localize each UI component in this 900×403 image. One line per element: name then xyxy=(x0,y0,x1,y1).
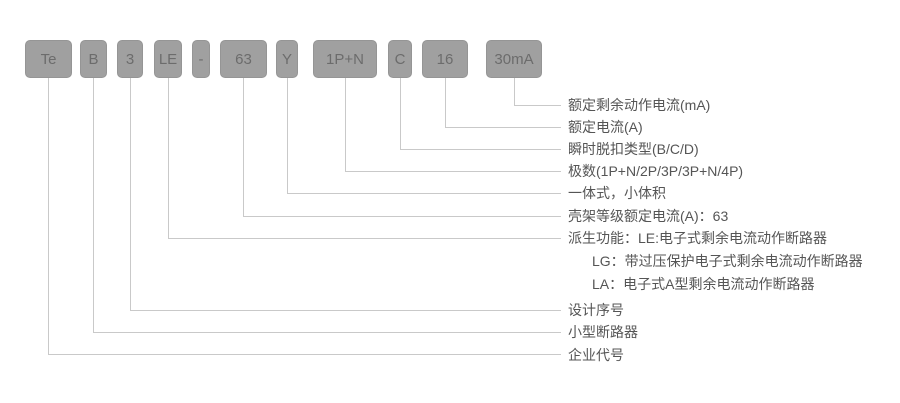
label-rated-residual-current: 额定剩余动作电流(mA) xyxy=(568,97,711,113)
code-box-dash: - xyxy=(192,40,210,78)
connector-line-b xyxy=(93,78,561,333)
label-enterprise-code: 企业代号 xyxy=(568,347,624,363)
code-box-le: LE xyxy=(154,40,182,78)
code-box-1pn-label: 1P+N xyxy=(326,50,364,68)
code-box-3: 3 xyxy=(117,40,143,78)
code-box-y: Y xyxy=(276,40,298,78)
label-frame-rated-current: 壳架等级额定电流(A)：63 xyxy=(568,208,729,224)
code-box-3-label: 3 xyxy=(125,50,135,68)
connector-line-c xyxy=(400,78,561,150)
label-pole-number: 极数(1P+N/2P/3P/3P+N/4P) xyxy=(568,163,744,179)
label-rated-current: 额定电流(A) xyxy=(568,119,643,135)
code-box-16-label: 16 xyxy=(436,50,454,68)
code-box-63-label: 63 xyxy=(235,50,252,68)
connector-line-1pn xyxy=(345,78,561,172)
connector-line-16 xyxy=(445,78,561,128)
code-box-te-label: Te xyxy=(40,50,57,68)
label-miniature-breaker: 小型断路器 xyxy=(568,324,638,340)
code-box-te: Te xyxy=(25,40,72,78)
code-box-30ma-label: 30mA xyxy=(494,50,534,68)
label-derived-function-la: LA：电子式A型剩余电流动作断路器 xyxy=(592,276,815,292)
code-box-1pn: 1P+N xyxy=(313,40,377,78)
code-box-le-label: LE xyxy=(158,50,178,68)
code-box-c-label: C xyxy=(394,50,406,68)
label-instant-trip-type: 瞬时脱扣类型(B/C/D) xyxy=(568,141,699,157)
connector-line-y xyxy=(287,78,561,194)
code-box-y-label: Y xyxy=(281,50,292,68)
connector-line-3 xyxy=(130,78,561,311)
label-design-serial-number: 设计序号 xyxy=(568,302,624,318)
connector-line-te xyxy=(48,78,561,355)
connector-line-le xyxy=(168,78,561,239)
code-box-c: C xyxy=(388,40,412,78)
code-box-b-label: B xyxy=(88,50,99,68)
connector-line-63 xyxy=(243,78,561,217)
code-box-b: B xyxy=(80,40,107,78)
code-box-63: 63 xyxy=(220,40,267,78)
code-box-16: 16 xyxy=(422,40,468,78)
code-box-dash-label: - xyxy=(198,50,204,68)
label-derived-function-le: 派生功能：LE:电子式剩余电流动作断路器 xyxy=(568,230,828,246)
label-integrated-small-size: 一体式，小体积 xyxy=(568,185,666,201)
label-derived-function-lg: LG：带过压保护电子式剩余电流动作断路器 xyxy=(592,253,863,269)
code-box-30ma: 30mA xyxy=(486,40,542,78)
connector-line-30ma xyxy=(514,78,561,106)
